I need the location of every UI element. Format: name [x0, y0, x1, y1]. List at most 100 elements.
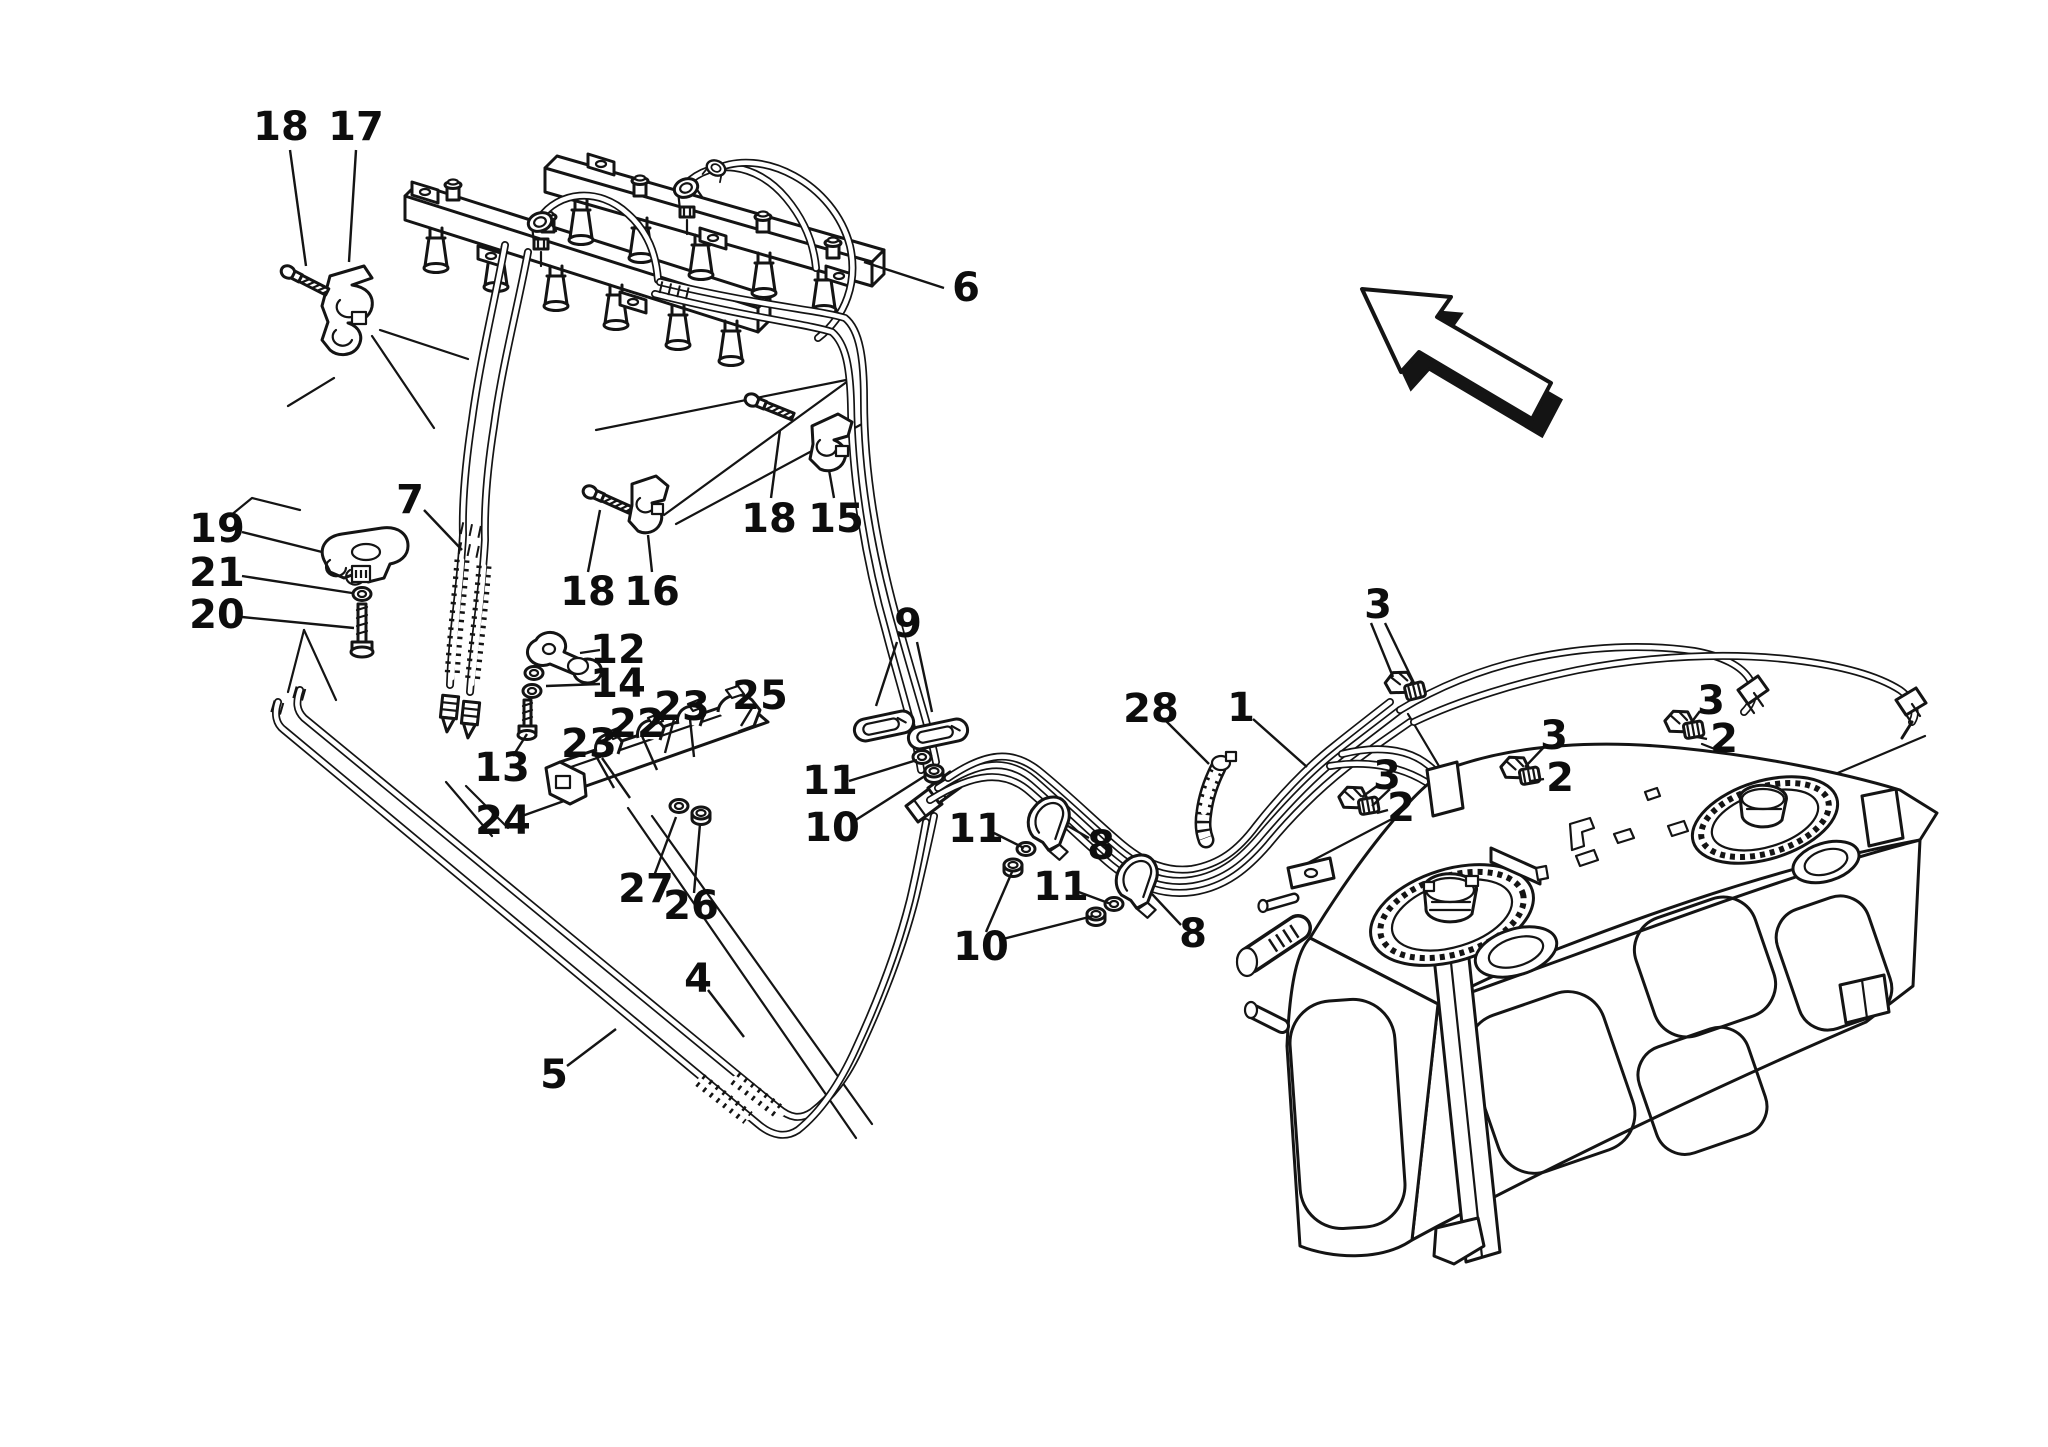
callout-c12: 12: [590, 627, 646, 673]
callout-c5: 5: [540, 1052, 568, 1098]
callout-c28: 28: [1123, 686, 1179, 732]
leader-line-c28: [1165, 720, 1210, 765]
leader-line-c9: [874, 641, 899, 707]
callout-c24: 24: [475, 798, 531, 844]
callout-c18b: 18: [741, 496, 797, 542]
callout-c11a: 11: [802, 758, 858, 804]
callout-c1: 1: [1227, 685, 1255, 731]
leader-line-c10b: [998, 914, 1094, 942]
leader-line-c8a: [1067, 824, 1090, 840]
leader-line-c3b: [1690, 710, 1701, 724]
callout-c3d: 3: [1373, 753, 1401, 799]
callout-c2a: 2: [1710, 716, 1738, 762]
leader-line-c7: [423, 509, 463, 551]
leader-line-c10a: [850, 772, 929, 825]
leader-line-c3c: [1524, 745, 1546, 768]
leader-line-c14: [545, 682, 601, 688]
callout-c9: 9: [894, 601, 922, 647]
callout-c10b: 10: [953, 924, 1009, 970]
nut-10b: [1002, 857, 1024, 878]
callout-c23b: 23: [561, 721, 617, 767]
callout-c23a: 23: [654, 684, 710, 730]
tank-top-brackets: [1489, 786, 1690, 886]
leader-line-c27: [652, 816, 678, 877]
leader-line-c2a: [1696, 735, 1708, 741]
leader-line-c18a: [288, 149, 308, 267]
callout-c16: 16: [624, 569, 680, 615]
screw-13: [516, 698, 538, 741]
leader-line-c25: [739, 707, 754, 727]
leader-line-c26: [692, 823, 702, 894]
screw-20: [349, 602, 375, 659]
direction-arrow: [1360, 287, 1563, 439]
callout-c6: 6: [952, 265, 980, 311]
tank-recess: [1636, 1025, 1769, 1156]
callout-c27: 27: [618, 866, 674, 912]
tank-recess: [1774, 894, 1894, 1032]
washer-27: [668, 798, 690, 814]
washer-14b: [521, 683, 543, 699]
callout-c22: 22: [609, 701, 665, 747]
crossover-pipes-6: [524, 156, 857, 342]
leader-line-c8b: [1151, 893, 1182, 926]
leader-line-c3a: [1383, 622, 1416, 684]
nut-26: [690, 805, 712, 826]
screw-18c: [579, 482, 635, 517]
leader-line-c18c: [586, 509, 602, 573]
leader-line-c24: [521, 799, 565, 818]
leader-line-c11c: [1075, 889, 1112, 906]
clamp-12: [526, 630, 604, 685]
callout-c25: 25: [732, 673, 788, 719]
leader-line-c2b: [1530, 777, 1545, 783]
callout-c15: 15: [808, 496, 864, 542]
callout-c4: 4: [684, 956, 712, 1002]
callout-c13: 13: [474, 745, 530, 791]
leader-line-c6: [863, 260, 945, 290]
leader-line-c3d: [1371, 788, 1391, 807]
leader-line-c23b: [594, 755, 616, 789]
washer-11b: [1015, 841, 1037, 857]
callout-c3b: 3: [1697, 678, 1725, 724]
callout-c21: 21: [189, 550, 245, 596]
clamp-16: [627, 474, 670, 535]
washer-21: [351, 586, 373, 602]
corrugated-hose-28: [1194, 750, 1238, 849]
leader-line-c15: [827, 469, 836, 499]
leader-line-c3d: [1361, 785, 1378, 798]
tank-straps: [1425, 760, 1905, 1266]
leader-line-c11b: [993, 831, 1025, 850]
fuel-lines-4-5: [270, 686, 963, 1139]
fuel-tank: [1235, 742, 1939, 1266]
callout-c8b: 8: [1179, 911, 1207, 957]
callout-c19: 19: [189, 506, 245, 552]
callout-c2c: 2: [1387, 785, 1415, 831]
screw-18a: [277, 261, 332, 299]
callout-c26: 26: [663, 883, 719, 929]
tank-left-face: [1285, 936, 1440, 1258]
leader-line-c5: [566, 1028, 617, 1067]
callout-c20: 20: [189, 592, 245, 638]
leader-line-c4: [707, 989, 745, 1038]
leader-line-c17: [347, 149, 358, 263]
leader-line-c21: [241, 574, 353, 595]
washer-14a: [523, 665, 545, 681]
hose-bundle-1: [926, 643, 1928, 897]
callout-c14: 14: [590, 661, 646, 707]
callout-c10a: 10: [804, 805, 860, 851]
callout-c11b: 11: [948, 806, 1004, 852]
callout-c3c: 3: [1540, 713, 1568, 759]
leader-line-c23a: [663, 718, 676, 754]
callout-c2b: 2: [1546, 755, 1574, 801]
leader-line-c23b: [601, 757, 631, 799]
bracket-24: [544, 760, 588, 806]
clamp-17: [320, 264, 374, 356]
leader-line-c18b: [769, 429, 782, 499]
pump-flange-right: [1690, 775, 1861, 885]
leader-line-c22: [640, 735, 659, 771]
pipe-holder-22-25: [544, 684, 770, 806]
callout-c8a: 8: [1087, 823, 1115, 869]
callout-c18a: 18: [253, 104, 309, 150]
leader-line-c16: [646, 534, 654, 573]
